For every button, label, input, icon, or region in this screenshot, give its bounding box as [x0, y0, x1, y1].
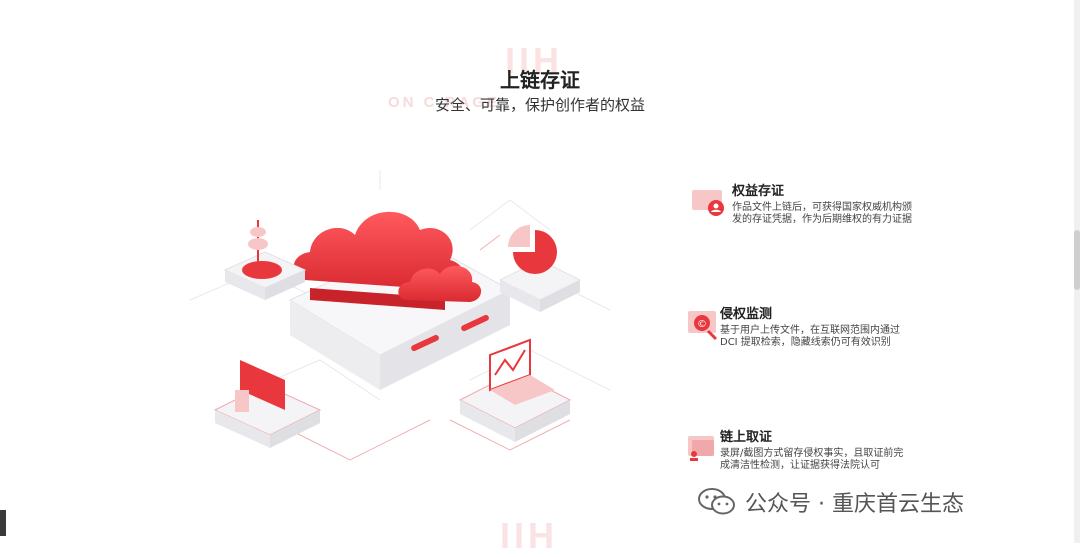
vertical-scrollbar[interactable]: [1074, 0, 1080, 543]
page-title: 上链存证: [500, 68, 580, 92]
wechat-watermark: 公众号 · 重庆首云生态: [697, 482, 964, 522]
watermark-text: 公众号 · 重庆首云生态: [745, 492, 964, 517]
evidence-folder-icon: [688, 436, 714, 461]
copyright-monitor-icon: ©: [688, 311, 718, 341]
feature-description: 录屏/截图方式留存侵权事实，且取证前完成清洁性检测，让证据获得法院认可: [720, 448, 904, 471]
certificate-user-icon: [692, 190, 724, 216]
feature-description: 作品文件上链后，可获得国家权威机构颁发的存证凭据，作为后期维权的有力证据: [732, 202, 912, 225]
laptop-node-icon: [458, 338, 572, 442]
wechat-icon: [698, 488, 735, 515]
monitor-node-icon: [213, 360, 322, 448]
feature-description: 基于用户上传文件，在互联网范围内通过DCI 提取检索，隐藏线索仍可有效识别: [720, 325, 900, 348]
scrollbar-thumb[interactable]: [1074, 230, 1080, 290]
feature-title: 链上取证: [720, 430, 773, 445]
feature-title: 侵权监测: [720, 307, 773, 322]
svg-text:©: ©: [697, 319, 707, 330]
small-cloud-icon: [398, 265, 482, 302]
background-english-text: ON C RAGE: [388, 94, 501, 111]
background-watermark-letters-bottom: IIH: [500, 515, 559, 556]
background-watermark-letters: IIH: [505, 40, 564, 81]
feature-title: 权益存证: [732, 184, 785, 199]
page-subtitle: 安全、可靠，保护创作者的权益: [434, 96, 645, 114]
left-edge-marker: [0, 510, 6, 536]
database-node-icon: [223, 220, 307, 300]
pie-chart-node-icon: [498, 225, 582, 312]
cloud-storage-illustration: [189, 170, 611, 461]
